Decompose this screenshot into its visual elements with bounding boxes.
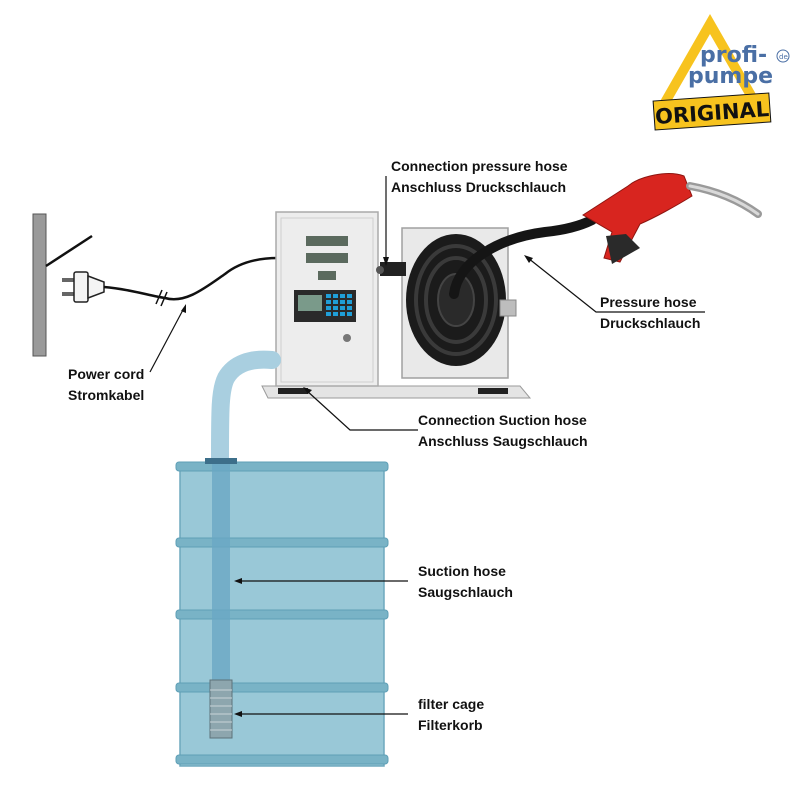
leader-power-cord (149, 307, 185, 373)
filter-cage-icon (209, 679, 233, 739)
label-connection-pressure-hose-de: Anschluss Druckschlauch (391, 179, 567, 195)
cabinet-lock (343, 334, 351, 342)
label-connection-suction-hose-en: Connection Suction hose (418, 412, 587, 428)
label-filter-cage-de: Filterkorb (418, 717, 483, 733)
leader-connection-suction (305, 389, 418, 431)
label-suction-hose-de: Saugschlauch (418, 584, 513, 600)
label-power-cord: Power cord Stromkabel (68, 364, 144, 406)
leader-pressure-hose (527, 257, 705, 313)
wall-socket-icon (32, 213, 93, 357)
label-power-cord-de: Stromkabel (68, 387, 145, 403)
label-pressure-hose: Pressure hose Druckschlauch (600, 292, 700, 334)
label-pressure-hose-de: Druckschlauch (600, 315, 701, 331)
label-suction-hose: Suction hose Saugschlauch (418, 561, 513, 603)
profi-pumpe-logo: profi- pumpe de ORIGINAL (652, 14, 790, 131)
label-power-cord-en: Power cord (68, 366, 145, 382)
fuel-nozzle-icon (582, 173, 762, 264)
base-plate (261, 385, 532, 399)
barrel-icon (175, 458, 389, 767)
label-connection-suction-hose-de: Anschluss Saugschlauch (418, 433, 588, 449)
leader-lines (149, 176, 705, 715)
power-plug-icon (62, 271, 105, 303)
suction-hose-outer (211, 350, 281, 467)
label-connection-pressure-hose: Connection pressure hose Anschluss Druck… (391, 156, 568, 198)
logo-text-line2: pumpe (688, 64, 773, 89)
pressure-hose (449, 215, 597, 299)
logo-badge (652, 92, 772, 131)
suction-hose-inner (212, 464, 230, 690)
label-filter-cage: filter cage Filterkorb (418, 694, 484, 736)
display-bottom (318, 271, 336, 280)
fuel-dispenser-icon (275, 211, 379, 387)
label-filter-cage-en: filter cage (418, 696, 485, 712)
power-cord (103, 256, 279, 301)
label-connection-suction-hose: Connection Suction hose Anschluss Saugsc… (418, 410, 588, 452)
hose-reel-icon (376, 227, 517, 379)
label-suction-hose-en: Suction hose (418, 563, 506, 579)
logo-text-line1: profi- (700, 43, 767, 68)
label-connection-pressure-hose-en: Connection pressure hose (391, 158, 568, 174)
display-top (306, 236, 348, 246)
label-pressure-hose-en: Pressure hose (600, 294, 697, 310)
logo-suffix: de (779, 53, 788, 61)
display-middle (306, 253, 348, 263)
